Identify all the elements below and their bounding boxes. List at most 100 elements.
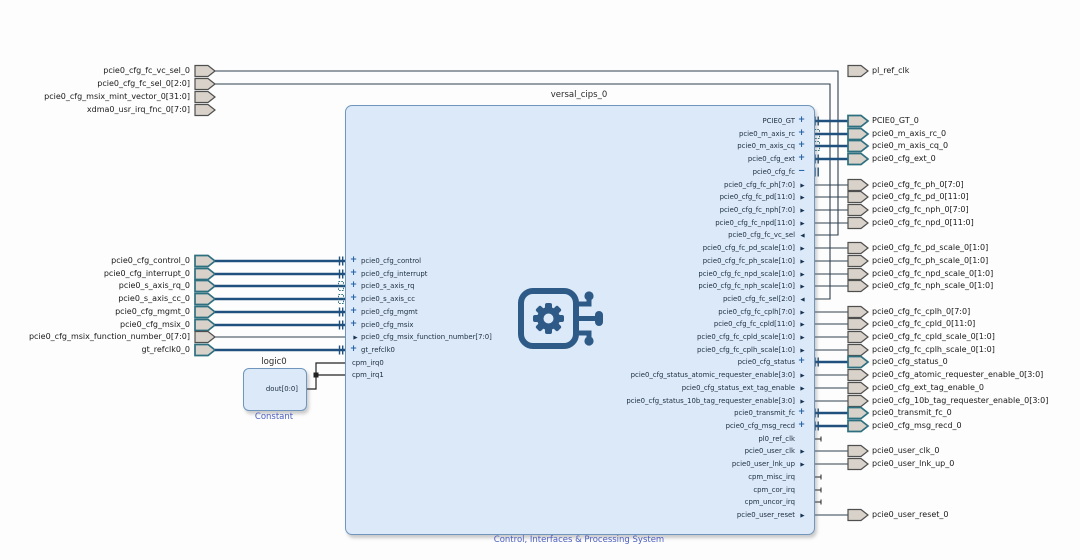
external-port-label-gt_refclk0_0: gt_refclk0_0	[141, 345, 191, 354]
output-arrow-icon: ▶	[800, 245, 805, 252]
cips-pin-pcie0_cfg_fc_ph[7:0][interactable]: pcie0_cfg_fc_ph[7:0]	[723, 181, 795, 189]
port-pcie0_cfg_fc_pd_0[11:0][interactable]	[847, 190, 869, 204]
port-pcie0_cfg_ext_tag_enable_0[interactable]	[847, 381, 869, 395]
port-pcie0_cfg_msix_function_number_0[7:0][interactable]	[194, 330, 216, 344]
plus-icon: +	[797, 420, 806, 430]
cips-pin-gt_refclk0[interactable]: gt_refclk0	[361, 346, 395, 354]
cips-pin-pcie0_cfg_msg_recd[interactable]: pcie0_cfg_msg_recd	[725, 422, 795, 430]
cips-pin-pcie0_cfg_status_atomic_requester_enable[3:0][interactable]: pcie0_cfg_status_atomic_requester_enable…	[630, 371, 795, 379]
port-pcie0_cfg_fc_cplh_scale_0[1:0][interactable]	[847, 343, 869, 357]
port-pcie0_cfg_10b_tag_requester_enable_0[3:0][interactable]	[847, 394, 869, 408]
port-pcie0_cfg_ext_0[interactable]	[847, 152, 870, 166]
output-arrow-icon: ▶	[800, 321, 805, 328]
cips-pin-pl0_ref_clk[interactable]: pl0_ref_clk	[758, 435, 795, 443]
output-arrow-icon: ▶	[800, 258, 805, 265]
cips-pin-pcie0_cfg_fc_cplh[7:0][interactable]: pcie0_cfg_fc_cplh[7:0]	[718, 308, 795, 316]
port-pcie0_cfg_msix_mint_vector_0[31:0][interactable]	[194, 90, 216, 104]
port-pcie0_cfg_fc_nph_scale_0[1:0][interactable]	[847, 279, 869, 293]
port-pcie0_cfg_fc_npd_scale_0[1:0][interactable]	[847, 267, 869, 281]
cips-pin-pcie0_cfg_status_10b_tag_requester_enable[3:0][interactable]: pcie0_cfg_status_10b_tag_requester_enabl…	[626, 397, 795, 405]
cips-pin-pcie0_cfg_fc_vc_sel[interactable]: pcie0_cfg_fc_vc_sel	[728, 231, 795, 239]
cips-pin-pcie0_cfg_status_ext_tag_enable[interactable]: pcie0_cfg_status_ext_tag_enable	[681, 384, 795, 392]
output-arrow-icon: ▶	[800, 309, 805, 316]
port-pcie0_cfg_mgmt_0[interactable]	[194, 305, 217, 319]
external-port-label-pcie0_cfg_msix_0: pcie0_cfg_msix_0	[119, 320, 190, 329]
cips-pin-pcie0_cfg_fc_pd[11:0][interactable]: pcie0_cfg_fc_pd[11:0]	[719, 193, 795, 201]
cips-pin-pcie0_cfg_fc_nph_scale[1:0][interactable]: pcie0_cfg_fc_nph_scale[1:0]	[698, 282, 795, 290]
cips-pin-pcie0_user_clk[interactable]: pcie0_user_clk	[744, 447, 795, 455]
constant-block-caption: Constant	[254, 412, 294, 422]
port-pcie0_cfg_atomic_requester_enable_0[3:0][interactable]	[847, 368, 869, 382]
port-pcie0_user_lnk_up_0[interactable]	[847, 457, 869, 471]
cips-pin-pcie0_cfg_fc_cpld[11:0][interactable]: pcie0_cfg_fc_cpld[11:0]	[713, 320, 795, 328]
constant-block[interactable]	[243, 368, 307, 411]
cips-pin-pcie0_cfg_fc_ph_scale[1:0][interactable]: pcie0_cfg_fc_ph_scale[1:0]	[702, 257, 795, 265]
cips-pin-pcie0_cfg_mgmt[interactable]: pcie0_cfg_mgmt	[361, 308, 418, 316]
external-port-label-pcie0_m_axis_rc_0: pcie0_m_axis_rc_0	[872, 129, 947, 138]
cips-pin-pcie0_cfg_status[interactable]: pcie0_cfg_status	[737, 358, 795, 366]
cips-pin-cpm_misc_irq[interactable]: cpm_misc_irq	[748, 473, 795, 481]
cips-pin-pcie0_cfg_fc_cpld_scale[1:0][interactable]: pcie0_cfg_fc_cpld_scale[1:0]	[697, 333, 795, 341]
port-pcie0_cfg_interrupt_0[interactable]	[194, 267, 217, 281]
cips-pin-pcie0_cfg_ext[interactable]: pcie0_cfg_ext	[747, 155, 795, 163]
port-pcie0_m_axis_cq_0[interactable]	[847, 139, 870, 153]
cips-pin-pcie0_cfg_msix[interactable]: pcie0_cfg_msix	[361, 321, 414, 329]
wire-pcie0_cfg_fc_sel[interactable]	[215, 83, 831, 300]
port-pcie0_cfg_fc_cplh_0[7:0][interactable]	[847, 305, 869, 319]
port-pcie0_cfg_msg_recd_0[interactable]	[847, 419, 870, 433]
port-xdma0_usr_irq_fnc_0[7:0][interactable]	[194, 103, 216, 117]
port-pcie0_cfg_fc_ph_scale_0[1:0][interactable]	[847, 254, 869, 268]
port-gt_refclk0_0[interactable]	[194, 343, 217, 357]
constant-dout-pin[interactable]: dout[0:0]	[265, 385, 298, 393]
constant-block-title: logic0	[261, 357, 287, 367]
port-pcie0_cfg_fc_pd_scale_0[1:0][interactable]	[847, 241, 869, 255]
port-pcie0_cfg_msix_0[interactable]	[194, 318, 217, 332]
cips-pin-pcie0_cfg_fc_nph[7:0][interactable]: pcie0_cfg_fc_nph[7:0]	[719, 206, 795, 214]
cips-pin-pcie0_s_axis_rq[interactable]: pcie0_s_axis_rq	[361, 282, 415, 290]
port-pcie0_cfg_fc_cpld_0[11:0][interactable]	[847, 317, 869, 331]
port-pcie0_cfg_fc_nph_0[7:0][interactable]	[847, 203, 869, 217]
port-pcie0_cfg_control_0[interactable]	[194, 254, 217, 268]
wire-pcie0_cfg_fc_vc_sel[interactable]	[215, 70, 839, 236]
cips-pin-pcie0_cfg_fc_npd_scale[1:0][interactable]: pcie0_cfg_fc_npd_scale[1:0]	[698, 270, 795, 278]
port-pcie0_m_axis_rc_0[interactable]	[847, 127, 870, 141]
cips-pin-pcie0_user_lnk_up[interactable]: pcie0_user_lnk_up	[731, 460, 795, 468]
port-pcie0_cfg_fc_npd_0[11:0][interactable]	[847, 216, 869, 230]
cips-pin-cpm_uncor_irq[interactable]: cpm_uncor_irq	[744, 498, 795, 506]
cips-pin-cpm_cor_irq[interactable]: cpm_cor_irq	[753, 486, 795, 494]
port-pcie0_transmit_fc_0[interactable]	[847, 406, 870, 420]
cips-pin-pcie0_s_axis_cc[interactable]: pcie0_s_axis_cc	[361, 295, 416, 303]
port-pcie0_user_clk_0[interactable]	[847, 444, 869, 458]
cips-pin-PCIE0_GT[interactable]: PCIE0_GT	[762, 117, 796, 125]
port-pcie0_s_axis_cc_0[interactable]	[194, 292, 217, 306]
external-port-label-pcie0_cfg_fc_cpld_scale_0[1:0]: pcie0_cfg_fc_cpld_scale_0[1:0]	[872, 332, 995, 341]
cips-pin-pcie0_cfg_fc_cplh_scale[1:0][interactable]: pcie0_cfg_fc_cplh_scale[1:0]	[697, 346, 795, 354]
external-port-label-pcie0_cfg_fc_pd_scale_0[1:0]: pcie0_cfg_fc_pd_scale_0[1:0]	[872, 243, 989, 252]
port-pl_ref_clk[interactable]	[847, 64, 869, 78]
port-pcie0_user_reset_0[interactable]	[847, 508, 869, 522]
cips-pin-pcie0_cfg_control[interactable]: pcie0_cfg_control	[361, 257, 422, 265]
port-pcie0_s_axis_rq_0[interactable]	[194, 279, 217, 293]
cips-pin-pcie0_cfg_msix_function_number[7:0][interactable]: pcie0_cfg_msix_function_number[7:0]	[361, 333, 492, 341]
port-pcie0_cfg_fc_cpld_scale_0[1:0][interactable]	[847, 330, 869, 344]
cips-pin-cpm_irq1[interactable]: cpm_irq1	[352, 371, 384, 379]
cips-pin-pcie0_m_axis_cq[interactable]: pcie0_m_axis_cq	[737, 142, 795, 150]
cips-pin-pcie0_cfg_fc_sel[2:0][interactable]: pcie0_cfg_fc_sel[2:0]	[722, 295, 795, 303]
cips-pin-cpm_irq0[interactable]: cpm_irq0	[352, 359, 384, 367]
port-PCIE0_GT_0[interactable]	[847, 114, 870, 128]
port-pcie0_cfg_fc_vc_sel_0[interactable]	[194, 64, 216, 78]
cips-pin-pcie0_transmit_fc[interactable]: pcie0_transmit_fc	[734, 409, 795, 417]
plus-icon: +	[797, 356, 806, 366]
cips-pin-pcie0_cfg_fc_pd_scale[1:0][interactable]: pcie0_cfg_fc_pd_scale[1:0]	[702, 244, 795, 252]
cips-pin-pcie0_cfg_interrupt[interactable]: pcie0_cfg_interrupt	[361, 270, 428, 278]
cips-pin-pcie0_cfg_fc[interactable]: pcie0_cfg_fc	[752, 168, 795, 176]
external-port-label-PCIE0_GT_0: PCIE0_GT_0	[872, 116, 919, 125]
cips-pin-pcie0_user_reset[interactable]: pcie0_user_reset	[736, 511, 795, 519]
port-pcie0_cfg_status_0[interactable]	[847, 355, 870, 369]
port-pcie0_cfg_fc_ph_0[7:0][interactable]	[847, 178, 869, 192]
port-pcie0_cfg_fc_sel_0[2:0][interactable]	[194, 77, 216, 91]
cips-pin-pcie0_cfg_fc_npd[11:0][interactable]: pcie0_cfg_fc_npd[11:0]	[715, 219, 795, 227]
wire-junction	[313, 372, 319, 378]
cips-pin-pcie0_m_axis_rc[interactable]: pcie0_m_axis_rc	[738, 130, 795, 138]
